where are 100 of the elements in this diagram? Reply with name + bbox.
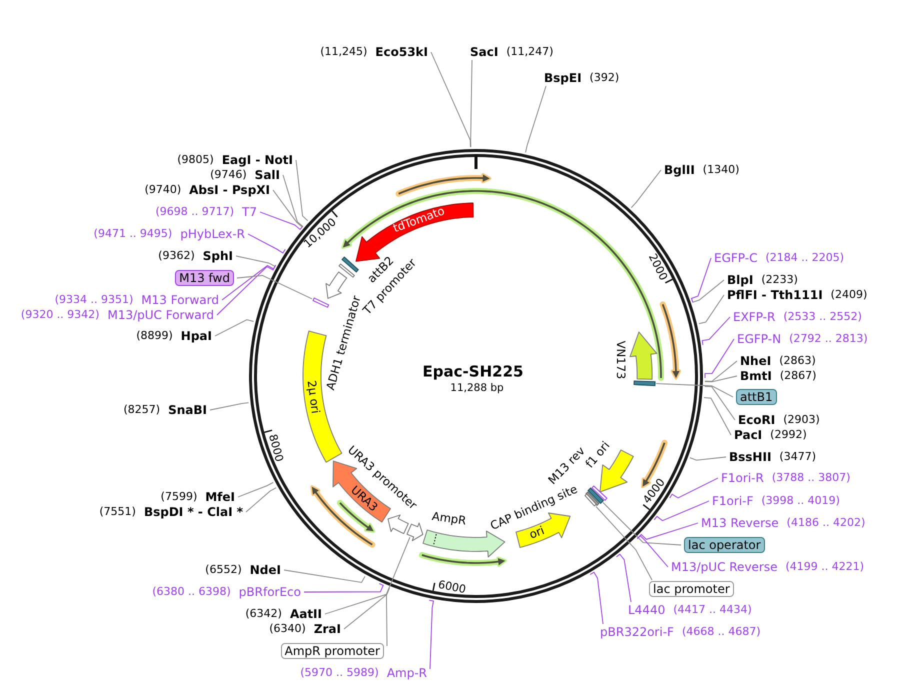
leader-line bbox=[596, 506, 652, 580]
plasmid-name: Epac-SH225 bbox=[422, 364, 524, 380]
enzyme-name: Eco53kI bbox=[375, 45, 428, 59]
cut-site-position: (9746) bbox=[210, 168, 247, 182]
leader-line bbox=[236, 256, 276, 267]
leader-line bbox=[470, 60, 472, 148]
cut-site-position: (8899) bbox=[136, 329, 173, 343]
leader-line bbox=[246, 487, 277, 512]
cut-site-position: (2863) bbox=[779, 354, 816, 368]
enzyme-name: EcoRI bbox=[738, 413, 776, 427]
enzyme-name: ZraI bbox=[314, 622, 341, 636]
cut-site-position: (9740) bbox=[144, 183, 182, 197]
feature-block bbox=[628, 331, 658, 381]
leader-line bbox=[428, 600, 434, 670]
cut-site-position: (11,247) bbox=[506, 45, 554, 59]
primer-position: (9698 .. 9717) bbox=[155, 205, 234, 219]
primer-position: (4668 .. 4687) bbox=[682, 625, 760, 639]
leader-line bbox=[704, 376, 738, 382]
primer-name: F1ori-R bbox=[721, 471, 764, 485]
scale-number: 2000 bbox=[646, 252, 669, 282]
leader-line bbox=[698, 294, 724, 324]
enzyme-name: BspEI bbox=[544, 71, 582, 85]
leader-line bbox=[704, 386, 736, 420]
cut-site-position: (6552) bbox=[205, 563, 242, 577]
leader-line bbox=[690, 258, 712, 304]
leader-line bbox=[704, 397, 732, 436]
cut-site-position: (11,245) bbox=[320, 45, 368, 59]
plasmid-length: 11,288 bp bbox=[450, 382, 504, 394]
leader-line bbox=[616, 554, 632, 602]
feature-block bbox=[406, 522, 424, 542]
leader-line bbox=[638, 522, 698, 540]
cut-site-position: (7551) bbox=[99, 505, 136, 519]
cut-site-position: (2409) bbox=[830, 288, 868, 302]
primer-name: M13/pUC Reverse bbox=[671, 560, 778, 574]
feature-mark bbox=[587, 486, 604, 504]
primer-position: (6380 .. 6398) bbox=[152, 585, 231, 599]
leader-line bbox=[692, 280, 724, 303]
leader-line bbox=[636, 535, 668, 568]
cut-site-position: (2992) bbox=[770, 428, 807, 442]
enzyme-name: BmtI bbox=[740, 369, 772, 383]
cut-site-position: (2867) bbox=[780, 369, 816, 383]
leader-line bbox=[214, 319, 254, 336]
primer-position: (2184 .. 2205) bbox=[765, 251, 844, 265]
enzyme-name: NdeI bbox=[250, 563, 281, 577]
primer-position: (5970 .. 5989) bbox=[300, 666, 379, 680]
primer-name: pHybLex-R bbox=[180, 227, 245, 241]
cut-site-position: (2903) bbox=[783, 413, 820, 427]
primer-name: EXFP-R bbox=[733, 310, 776, 324]
leader-line bbox=[304, 583, 384, 592]
feature-mark bbox=[591, 484, 608, 501]
leader-line bbox=[284, 570, 366, 583]
primer-name: M13 Forward bbox=[141, 293, 219, 307]
enzyme-name: SalI bbox=[254, 168, 280, 182]
primer-position: (2792 .. 2813) bbox=[789, 332, 868, 346]
feature-tag: AmpR promoter bbox=[280, 643, 384, 659]
leader-line bbox=[282, 174, 304, 227]
primer-position: (4417 .. 4434) bbox=[673, 603, 752, 617]
leader-line bbox=[260, 212, 304, 230]
leader-line bbox=[602, 502, 682, 546]
enzyme-name: PacI bbox=[734, 428, 762, 442]
enzyme-name: BssHII bbox=[729, 450, 772, 464]
leader-line bbox=[430, 52, 471, 148]
enzyme-name: BspDI * - ClaI * bbox=[144, 505, 243, 519]
feature-name: AmpR bbox=[431, 510, 467, 528]
leader-line bbox=[216, 266, 276, 316]
primer-position: (2533 .. 2552) bbox=[783, 310, 862, 324]
cut-site-position: (8257) bbox=[124, 403, 160, 417]
cut-site-position: (392) bbox=[590, 71, 620, 85]
cut-site-position: (6342) bbox=[245, 607, 282, 621]
cut-site-position: (7599) bbox=[160, 490, 198, 504]
cut-site-position: (9362) bbox=[158, 249, 195, 263]
primer-position: (4186 .. 4202) bbox=[786, 516, 866, 530]
primer-position: (9320 .. 9342) bbox=[20, 308, 100, 322]
leader-line bbox=[630, 170, 662, 208]
leader-line bbox=[525, 86, 546, 153]
enzyme-name: BglII bbox=[664, 163, 695, 177]
feature-block bbox=[387, 514, 410, 534]
feature-mark bbox=[584, 493, 598, 508]
primer-name: T7 bbox=[242, 205, 257, 219]
feature-block bbox=[422, 528, 506, 558]
cut-site-position: (1340) bbox=[702, 163, 740, 177]
enzyme-name: SnaBI bbox=[168, 403, 207, 417]
feature-name: VN173 bbox=[614, 340, 626, 380]
enzyme-name: NheI bbox=[740, 354, 772, 368]
primer-name: Amp-R bbox=[386, 666, 427, 680]
primer-position: (3998 .. 4019) bbox=[761, 494, 840, 508]
leader-line bbox=[704, 338, 734, 378]
enzyme-name: SphI bbox=[202, 249, 233, 263]
primer-position: (9334 .. 9351) bbox=[54, 293, 134, 307]
scale-number: 8000 bbox=[268, 432, 286, 463]
leader-line bbox=[386, 536, 410, 646]
enzyme-name: AbsI - PspXI bbox=[189, 183, 270, 197]
leader-line bbox=[344, 588, 390, 630]
leader-line bbox=[654, 500, 710, 522]
leader-line bbox=[656, 383, 734, 398]
cut-site-position: (2233) bbox=[761, 273, 798, 287]
feature-tag: lac operator bbox=[684, 537, 765, 553]
leader-line bbox=[702, 316, 730, 346]
feature-mark bbox=[340, 256, 360, 273]
enzyme-name: MfeI bbox=[205, 490, 235, 504]
